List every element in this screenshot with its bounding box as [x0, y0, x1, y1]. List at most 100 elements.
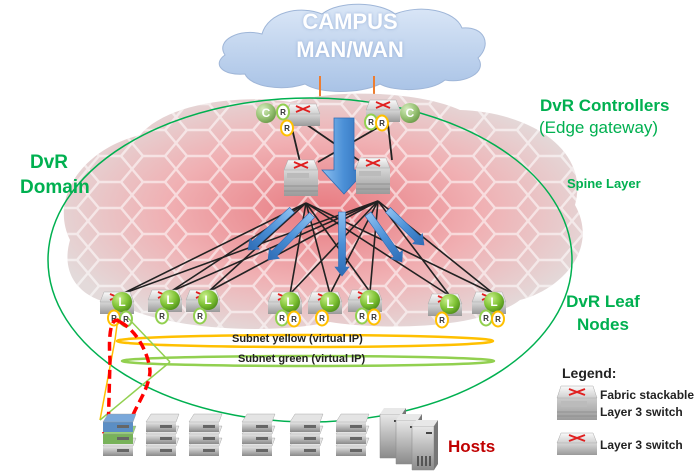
svg-text:L: L [366, 293, 373, 307]
subnet-rings [99, 317, 496, 421]
legend-title: Legend: [562, 365, 617, 381]
leaf-node-3: LR [185, 289, 221, 325]
edge-gateway-label: (Edge gateway) [539, 118, 659, 137]
router-badge-green: R [155, 307, 169, 325]
router-badge-yellow: R [367, 308, 381, 326]
svg-text:L: L [286, 295, 293, 309]
legend-fabric-line-1: Fabric stackable [600, 388, 695, 402]
svg-text:R: R [197, 312, 203, 321]
router-badge-yellow: R [315, 309, 329, 327]
router-badge-green: R [275, 309, 289, 327]
fan-arrow-4 [364, 211, 403, 263]
main-down-arrow [321, 117, 367, 195]
router-badge-yellow: R [287, 310, 301, 328]
subnet-green-ring [120, 354, 496, 368]
controller-badge: C [400, 103, 420, 123]
spine-switch-1 [283, 159, 319, 196]
leaf-badge: L [484, 292, 504, 312]
leaf-badge: L [112, 292, 132, 312]
hosts-group [102, 408, 438, 471]
traffic-arrows [247, 117, 425, 277]
svg-text:L: L [490, 295, 497, 309]
domain-line-1: DvR [30, 152, 69, 173]
svg-text:L: L [118, 295, 125, 309]
svg-text:L: L [204, 293, 211, 307]
subnet-yellow-label: Subnet yellow (virtual IP) [232, 333, 363, 345]
controller-switch [285, 103, 321, 126]
leaf-badge: L [198, 290, 218, 310]
leaf-line-1: DvR Leaf [566, 292, 640, 311]
legend-layer3-switch-icon [556, 432, 598, 455]
router-badge-yellow: R [375, 114, 389, 132]
svg-text:R: R [379, 119, 385, 128]
host-server-stack-2 [145, 413, 180, 456]
svg-text:C: C [262, 106, 271, 120]
router-badge-green: R [355, 307, 369, 325]
host-server-stack-5 [289, 413, 324, 456]
host-server-stack-6 [335, 413, 370, 456]
svg-text:R: R [284, 124, 290, 133]
leaf-node-5: LR [307, 291, 343, 327]
leaf-badge: L [320, 292, 340, 312]
fan-arrow-3 [334, 211, 350, 277]
svg-text:R: R [439, 316, 445, 325]
svg-text:L: L [446, 297, 453, 311]
svg-text:R: R [319, 314, 325, 323]
svg-text:R: R [279, 314, 285, 323]
legend-fabric-line-2: Layer 3 switch [600, 405, 683, 419]
cloud-line-1: CAMPUS [302, 9, 398, 34]
subnet-green-label: Subnet green (virtual IP) [238, 353, 366, 365]
leaf-badge: L [360, 290, 380, 310]
campus-cloud [218, 3, 486, 92]
leaf-badge: L [160, 290, 180, 310]
hosts-label: Hosts [448, 437, 496, 456]
svg-text:R: R [359, 312, 365, 321]
host-tower-server-3 [411, 420, 438, 471]
controller-badge: C [256, 103, 276, 123]
router-badge-green: R [276, 103, 290, 121]
leaf-node-2: LR [147, 289, 183, 325]
leaf-badge: L [440, 294, 460, 314]
svg-text:L: L [166, 293, 173, 307]
leaf-node-7: LR [427, 293, 463, 329]
host-server-stack-4 [241, 413, 276, 456]
campus-cloud-label: CAMPUS MAN/WAN [250, 8, 450, 64]
svg-text:C: C [406, 106, 415, 120]
router-badge-yellow: R [280, 119, 294, 137]
fan-arrow-2 [267, 212, 315, 261]
router-badge-yellow: R [435, 311, 449, 329]
svg-text:R: R [280, 108, 286, 117]
svg-text:R: R [111, 314, 117, 323]
router-badge-green: R [193, 307, 207, 325]
dvr-leaf-nodes-label: DvR Leaf Nodes [555, 290, 651, 336]
svg-text:R: R [368, 118, 374, 127]
legend-item-layer3-switch: Layer 3 switch [600, 438, 683, 452]
svg-text:L: L [326, 295, 333, 309]
cloud-line-2: MAN/WAN [296, 37, 404, 62]
fan-arrow-5 [385, 207, 425, 246]
svg-text:R: R [291, 315, 297, 324]
legend-fabric-stackable-switch-icon [556, 385, 598, 420]
subnet-yellow-ring [115, 333, 495, 349]
dvr-controllers-label: DvR Controllers [540, 96, 670, 115]
host-server-stack-3 [188, 413, 223, 456]
svg-text:R: R [483, 314, 489, 323]
svg-text:R: R [495, 315, 501, 324]
legend-item-fabric-stackable: Fabric stackable Layer 3 switch [600, 387, 694, 421]
dvr-domain-label: DvR Domain [20, 150, 90, 200]
spine-switch-2 [355, 157, 391, 194]
router-badge-green: R [479, 309, 493, 327]
router-badge-yellow: R [491, 310, 505, 328]
svg-text:R: R [123, 315, 129, 324]
domain-line-2: Domain [20, 177, 90, 198]
svg-text:R: R [371, 313, 377, 322]
fan-arrow-1 [247, 206, 295, 251]
leaf-badge: L [280, 292, 300, 312]
